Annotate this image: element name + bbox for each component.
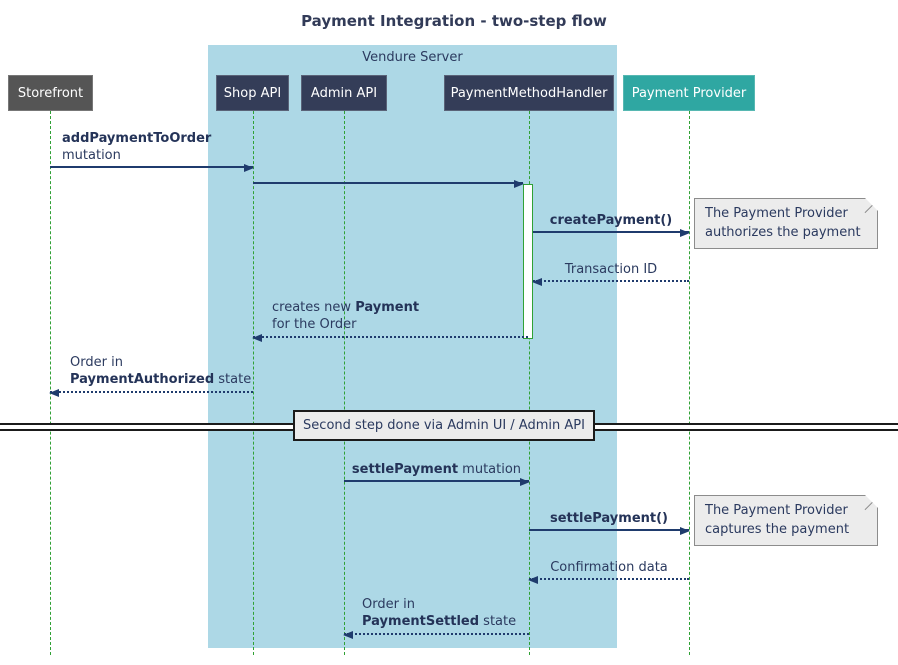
message-settle-payment-mutation-rest: mutation — [458, 462, 522, 477]
note-authorizes-payment: The Payment Provider authorizes the paym… — [694, 198, 878, 249]
participant-storefront-label: Storefront — [17, 85, 84, 101]
message-creates-payment-line2: for the Order — [272, 317, 357, 332]
arrow-order-settled — [343, 631, 529, 639]
message-order-authorized-line1: Order in — [70, 355, 123, 370]
note-captures-bold: captures — [705, 522, 762, 537]
participant-payment-method-handler: PaymentMethodHandler — [444, 75, 614, 111]
message-create-payment: createPayment() — [533, 212, 689, 229]
message-transaction-id-label: Transaction ID — [564, 262, 658, 277]
message-order-settled: Order in PaymentSettled state — [362, 596, 516, 630]
lifeline-payment-provider — [689, 111, 690, 655]
lifeline-storefront — [50, 111, 51, 655]
vendure-server-frame — [208, 45, 617, 648]
message-add-payment-to-order: addPaymentToOrder mutation — [62, 130, 211, 164]
arrow-shop-api-to-handler — [253, 180, 524, 188]
message-confirmation-data-label: Confirmation data — [550, 560, 668, 575]
participant-shop-api: Shop API — [216, 75, 289, 111]
note-authorizes-line1: The Payment Provider — [705, 206, 848, 221]
lifeline-shop-api — [253, 111, 254, 655]
message-transaction-id: Transaction ID — [533, 261, 689, 278]
page-title: Payment Integration - two-step flow — [301, 12, 607, 30]
note-captures-rest: the payment — [761, 522, 850, 537]
arrow-creates-payment — [252, 334, 528, 342]
arrow-transaction-id — [532, 278, 689, 286]
note-authorizes-bold: authorizes — [705, 225, 774, 240]
message-creates-payment-bold: Payment — [355, 300, 420, 315]
arrow-confirmation-data — [528, 576, 689, 584]
message-order-settled-rest: state — [479, 614, 517, 629]
message-confirmation-data: Confirmation data — [529, 559, 689, 576]
message-order-settled-bold: PaymentSettled — [362, 614, 480, 629]
participant-shop-api-label: Shop API — [223, 85, 282, 101]
arrow-order-authorized — [49, 389, 253, 397]
arrow-settle-payment-call — [529, 527, 690, 535]
arrow-create-payment — [533, 229, 690, 237]
message-add-payment-to-order-suffix: mutation — [62, 148, 121, 163]
message-creates-payment-pre: creates new — [272, 300, 356, 315]
note-captures-payment: The Payment Provider captures the paymen… — [694, 495, 878, 546]
participant-payment-provider: Payment Provider — [623, 75, 755, 111]
lifeline-payment-method-handler — [529, 111, 530, 655]
message-order-settled-line1: Order in — [362, 597, 415, 612]
participant-admin-api: Admin API — [301, 75, 387, 111]
message-order-authorized-bold: PaymentAuthorized — [70, 372, 215, 387]
participant-payment-provider-label: Payment Provider — [631, 85, 747, 101]
message-order-authorized-rest: state — [214, 372, 252, 387]
participant-admin-api-label: Admin API — [310, 85, 378, 101]
message-creates-payment: creates new Payment for the Order — [272, 299, 419, 333]
message-settle-payment-mutation-bold: settlePayment — [351, 462, 459, 477]
lifeline-admin-api — [344, 111, 345, 655]
arrow-settle-payment-mutation — [344, 478, 530, 486]
note-authorizes-rest: the payment — [773, 225, 861, 240]
participant-storefront: Storefront — [8, 75, 93, 111]
message-settle-payment-call-label: settlePayment() — [550, 511, 668, 526]
divider-label-text: Second step done via Admin UI / Admin AP… — [303, 418, 585, 433]
message-create-payment-label: createPayment() — [549, 213, 673, 228]
message-settle-payment-mutation: settlePayment mutation — [344, 461, 529, 478]
vendure-server-frame-label: Vendure Server — [362, 50, 463, 65]
divider-label: Second step done via Admin UI / Admin AP… — [293, 410, 595, 441]
note-captures-line1: The Payment Provider — [705, 503, 848, 518]
message-order-authorized: Order in PaymentAuthorized state — [70, 354, 251, 388]
participant-payment-method-handler-label: PaymentMethodHandler — [450, 85, 608, 101]
activation-bar-payment-method-handler — [523, 184, 533, 339]
arrow-add-payment-to-order — [50, 164, 254, 172]
message-add-payment-to-order-name: addPaymentToOrder — [62, 131, 212, 146]
message-settle-payment-call: settlePayment() — [529, 510, 689, 527]
